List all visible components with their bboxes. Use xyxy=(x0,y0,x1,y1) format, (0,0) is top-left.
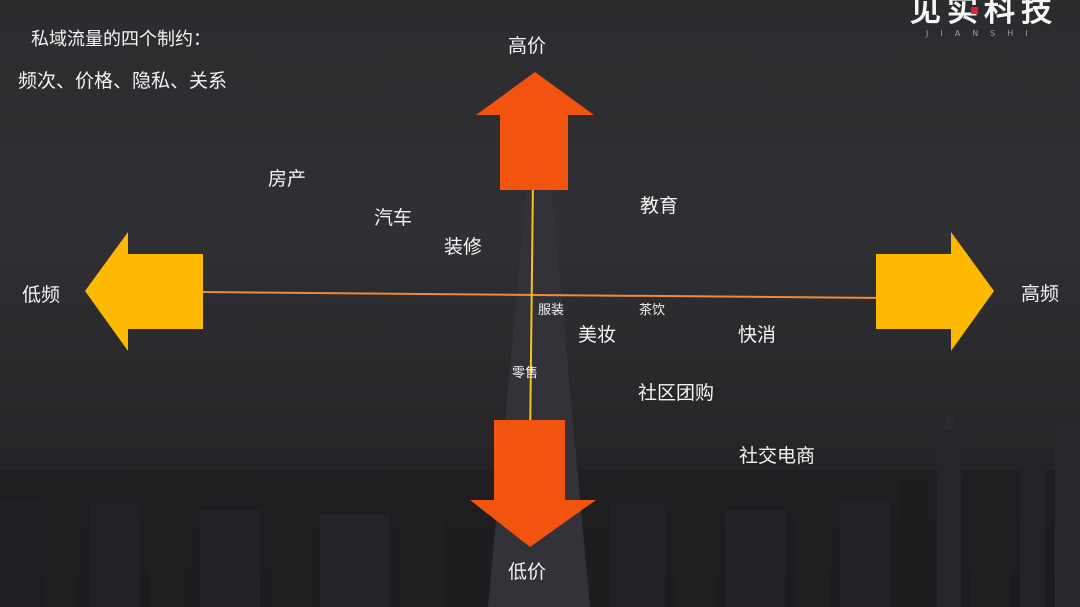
industry-label-retail: 零售 xyxy=(512,366,539,381)
industry-label-community-group-buying: 社区团购 xyxy=(638,382,715,404)
arrow-left-icon xyxy=(85,232,203,351)
industry-label-tea-drinks: 茶饮 xyxy=(639,303,666,318)
brand-subtitle: JIANSHI xyxy=(926,29,1040,38)
industry-label-cosmetics: 美妆 xyxy=(578,324,617,346)
arrow-down-icon xyxy=(470,420,596,547)
price-axis-line xyxy=(529,179,534,446)
arrow-up-icon xyxy=(476,72,594,190)
industry-label-social-ecommerce: 社交电商 xyxy=(739,445,816,467)
axis-label-high-price: 高价 xyxy=(508,35,547,57)
axis-label-high-frequency: 高频 xyxy=(1021,283,1060,305)
logo-accent-dot xyxy=(971,7,978,14)
brand-name: 见实科技 xyxy=(910,0,1058,29)
industry-label-real-estate: 房产 xyxy=(268,168,307,190)
industry-label-fmcg: 快消 xyxy=(738,324,777,346)
brand-logo: 见实科技 JIANSHI xyxy=(910,0,1080,40)
intro-title: 私域流量的四个制约： xyxy=(31,29,211,50)
industry-label-renovation: 装修 xyxy=(444,236,483,258)
arrow-right-icon xyxy=(876,232,994,351)
constraint-factors: 频次、价格、隐私、关系 xyxy=(18,70,228,92)
industry-label-education: 教育 xyxy=(640,195,679,217)
frequency-axis-line xyxy=(201,291,886,299)
axis-label-low-frequency: 低频 xyxy=(22,284,61,306)
industry-label-automobile: 汽车 xyxy=(374,207,413,229)
axis-label-low-price: 低价 xyxy=(508,561,547,583)
industry-label-apparel: 服装 xyxy=(538,303,565,318)
